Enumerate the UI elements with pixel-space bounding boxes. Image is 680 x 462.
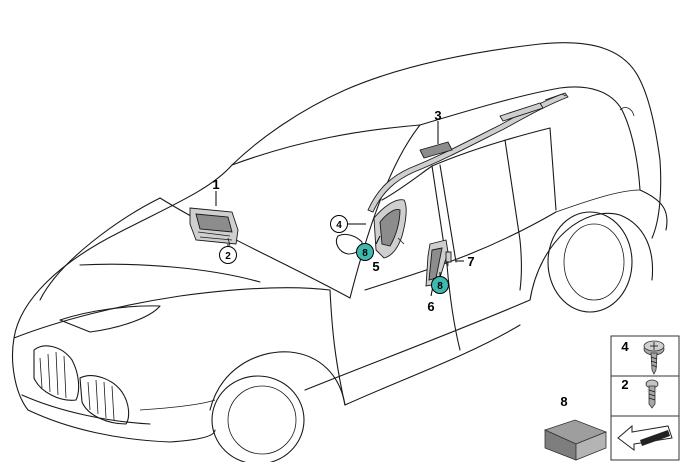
callout-1: 1	[212, 177, 219, 192]
svg-text:7: 7	[467, 254, 474, 269]
callout-3: 3	[434, 108, 441, 123]
callout-6: 6	[427, 299, 434, 314]
svg-text:3: 3	[434, 108, 441, 123]
svg-text:6: 6	[427, 299, 434, 314]
svg-text:1: 1	[212, 177, 219, 192]
bolt-icon	[645, 379, 659, 409]
parts-box: 8	[543, 394, 608, 461]
svg-text:4: 4	[621, 339, 629, 354]
fastener-legend: 4 2	[610, 335, 680, 461]
svg-text:8: 8	[362, 248, 368, 259]
svg-text:4: 4	[336, 220, 342, 231]
callout-5: 5	[372, 259, 379, 274]
svg-text:8: 8	[437, 281, 443, 292]
callout-2: 2	[219, 246, 237, 264]
callout-7: 7	[467, 254, 474, 269]
callout-8-front: 8	[356, 243, 374, 261]
front-side-airbag	[373, 199, 407, 259]
svg-text:2: 2	[225, 251, 231, 262]
passenger-airbag-module	[189, 207, 239, 247]
arrow-icon	[617, 424, 673, 451]
car-outline	[11, 42, 668, 462]
airbag-sensor	[445, 251, 452, 266]
svg-text:5: 5	[372, 259, 379, 274]
svg-text:2: 2	[621, 377, 628, 392]
callout-8-rear: 8	[431, 276, 449, 294]
curtain-airbag	[367, 92, 569, 213]
svg-text:8: 8	[560, 394, 567, 409]
screw-icon	[643, 340, 665, 375]
callout-4: 4	[330, 215, 348, 233]
